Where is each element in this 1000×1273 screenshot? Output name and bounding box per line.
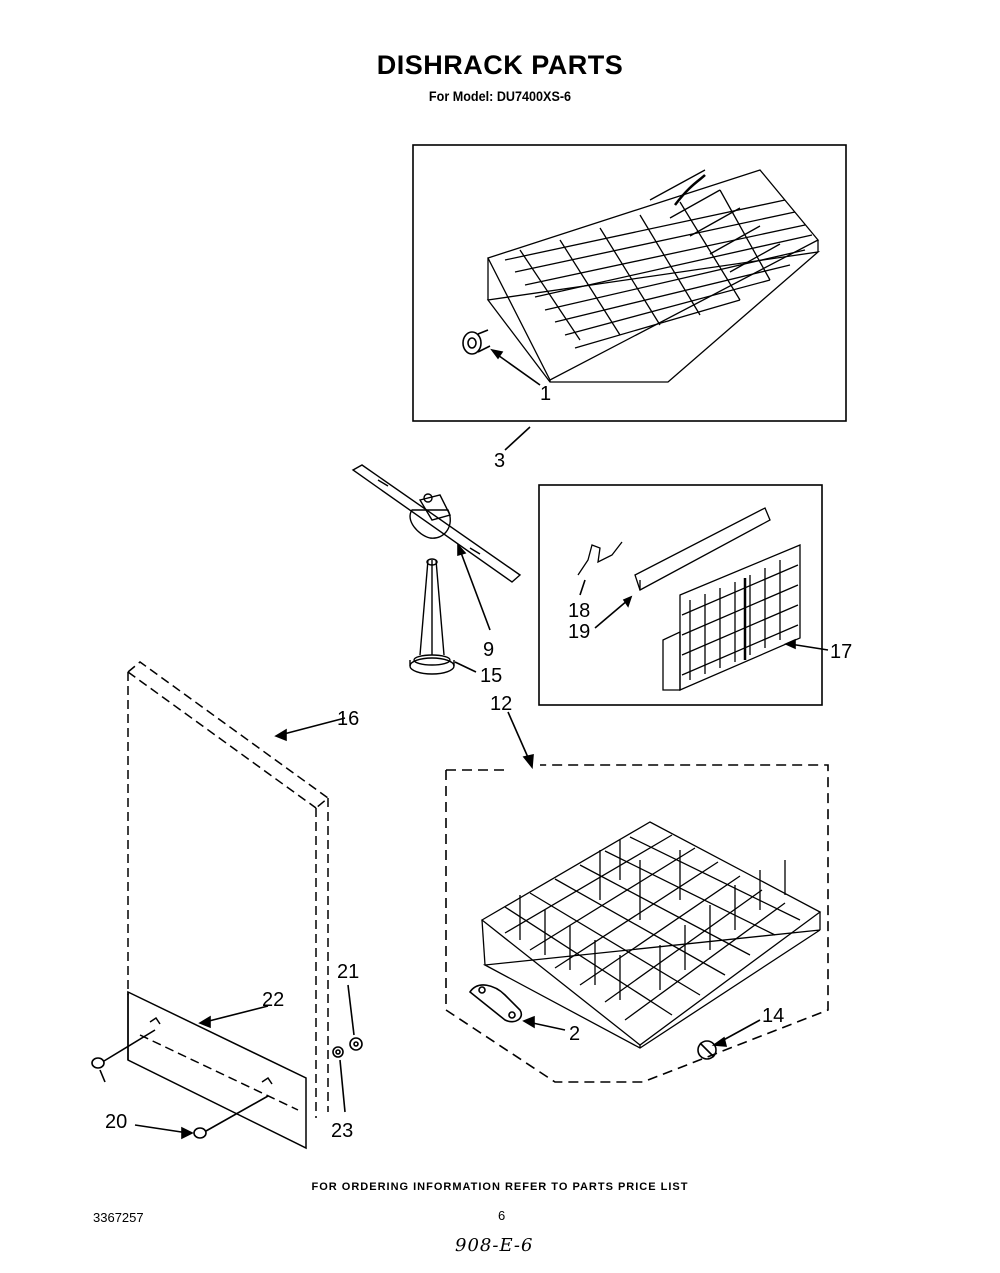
label-part-23: 23 [331, 1120, 353, 1142]
leader-line-18 [579, 579, 586, 596]
leader-line-20-b [134, 1124, 189, 1134]
leader-line-23 [339, 1059, 346, 1113]
handwritten-annotation: 908-E-6 [455, 1235, 534, 1256]
label-part-16: 16 [337, 708, 359, 730]
label-part-3: 3 [494, 450, 505, 472]
door-panel-part-16 [127, 661, 330, 1118]
arrowhead-17 [784, 638, 796, 650]
label-part-22: 22 [262, 989, 284, 1011]
arrowhead-12 [522, 753, 534, 770]
leader-line-3 [504, 426, 531, 451]
label-part-14: 14 [762, 1005, 784, 1027]
screw-part-20-a [91, 1029, 156, 1069]
arrowhead-1 [490, 348, 504, 360]
label-part-15: 15 [480, 665, 502, 687]
label-part-20: 20 [105, 1111, 127, 1133]
label-part-18: 18 [568, 600, 590, 622]
label-part-17: 17 [830, 641, 852, 663]
leader-line-12 [507, 711, 531, 763]
screw-part-20-b [193, 1095, 269, 1139]
leader-line-20-a [99, 1069, 106, 1083]
page-number: 6 [498, 1208, 506, 1223]
leader-line-22 [204, 1005, 269, 1023]
leader-line-15 [454, 661, 477, 673]
silverware-basket-box [538, 484, 823, 706]
spray-tube-part-15 [409, 558, 455, 675]
arrowhead-2 [522, 1015, 535, 1029]
leader-line-1 [494, 352, 541, 386]
basket-handle-part-19 [634, 507, 771, 591]
ordering-info-note: FOR ORDERING INFORMATION REFER TO PARTS … [311, 1181, 689, 1193]
rack-roller-part-14 [697, 1040, 717, 1060]
arrowhead-22 [198, 1015, 211, 1029]
washer-part-23 [332, 1046, 344, 1058]
label-part-21: 21 [337, 961, 359, 983]
label-part-9: 9 [483, 639, 494, 661]
page-title: DISHRACK PARTS [376, 50, 624, 80]
nut-part-21 [349, 1037, 363, 1051]
rack-wheel-part-1 [462, 329, 491, 355]
model-subtitle: For Model: DU7400XS-6 [428, 88, 572, 104]
label-part-12: 12 [490, 693, 512, 715]
silverware-basket-part-17 [662, 544, 801, 691]
document-number: 3367257 [93, 1210, 144, 1225]
arrowhead-16 [274, 728, 287, 742]
access-panel-part-22 [127, 990, 307, 1150]
lower-rack-drawing [480, 821, 822, 1049]
lower-rack-box [445, 764, 829, 1083]
leader-line-21 [347, 984, 355, 1036]
upper-rack-drawing [486, 169, 821, 383]
label-part-2: 2 [569, 1023, 580, 1045]
arrowhead-19 [622, 595, 633, 608]
arrowhead-14 [711, 1036, 728, 1047]
leader-line-17 [789, 643, 829, 651]
spray-arm-part-9 [351, 464, 522, 583]
label-part-1: 1 [540, 383, 551, 405]
rack-bracket-part-2 [468, 984, 523, 1023]
leader-line-9 [459, 549, 491, 631]
leader-line-19 [594, 599, 629, 629]
wire-clip-part-18 [577, 541, 623, 576]
arrowhead-9 [457, 542, 467, 557]
upper-rack-box [412, 144, 847, 422]
label-part-19: 19 [568, 621, 590, 643]
arrowhead-20 [181, 1126, 194, 1140]
leader-line-16 [279, 717, 346, 736]
